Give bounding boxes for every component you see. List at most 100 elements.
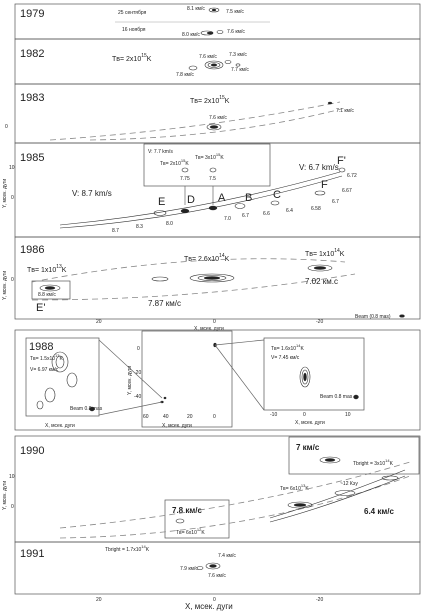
brightness-temp: Tв= 2x1015K [160, 158, 189, 167]
component-label-E-prime: E' [36, 302, 45, 314]
y-tick-10: 10 [9, 474, 15, 480]
velocity-label: 7.6 км/с [208, 573, 226, 579]
velocity-label: 7.0 [224, 216, 231, 222]
velocity-label: V= 6.97 км/с [30, 367, 59, 373]
panel-1991: 1991 Tbright = 1.7x1014K 7.4 км/с 7.9 км… [14, 541, 421, 611]
x-tick: 0 [303, 412, 306, 418]
maser-contour [207, 62, 221, 68]
y-axis-label: Y, мсек. дуги [2, 179, 8, 208]
velocity-label: 6.67 [342, 188, 352, 194]
tb-exp: 14 [385, 458, 390, 463]
tb-unit: K [340, 251, 345, 258]
panel-1991-year: 1991 [20, 548, 44, 560]
velocity-label: 7.9 км/с [180, 566, 198, 572]
brightness-temp: Tв= 2.6x1014K [184, 253, 230, 263]
x-tick-minus-20: -20 [316, 597, 323, 603]
right-inset [263, 337, 365, 411]
brightness-temp: Tbright = 3x1014K [353, 458, 394, 467]
y-tick-0: 0 [11, 277, 14, 283]
y-tick-0: 0 [5, 124, 8, 130]
tb-exp: 14 [334, 248, 340, 254]
beam-label: Beam 0.8 mas [320, 394, 353, 400]
panel-1985-year: 1985 [20, 152, 44, 164]
maser-contour [188, 65, 198, 71]
brightness-temp: Tв= 3x1015K [195, 152, 224, 161]
x-tick-0: 0 [213, 597, 216, 603]
brightness-temp: Tв= 6x1012K [176, 527, 205, 536]
panel-1982: 1982 Tв= 2x1015K 7.8 км/с 7.6 км/с 7.3 к… [14, 38, 421, 85]
maser-peak [203, 276, 221, 280]
tb-unit: K [185, 161, 189, 167]
y-axis-label: Y, мсек. дуги [127, 366, 133, 395]
maser-contour [36, 400, 44, 410]
maser-contour [287, 501, 313, 509]
y-tick-0: 0 [11, 504, 14, 510]
x-tick: -10 [270, 412, 277, 418]
brightness-temp: Tв= 2x1015K [112, 53, 152, 63]
zoom-line [98, 339, 163, 399]
maser-contour [204, 60, 224, 70]
maser-contour [301, 369, 309, 385]
x-tick-20: 20 [96, 319, 102, 325]
panel-1990-year: 1990 [20, 445, 44, 457]
maser-contour [299, 366, 311, 388]
maser-contour [381, 475, 399, 481]
panel-1979: 1979 25 сентября 16 ноября 8.1 км/с 7.5 … [14, 3, 421, 40]
tb-text: Tв= 2.6x10 [184, 256, 219, 263]
jet-contour [269, 475, 406, 523]
component-label-F: F [321, 179, 328, 191]
maser-contour [196, 566, 204, 570]
maser-contour [270, 200, 280, 206]
velocity-label: ~12 Кэу [340, 481, 358, 487]
velocity-label: 8.3 [136, 224, 143, 230]
maser-contour [334, 490, 356, 496]
y-axis-label: Y, мсек. дуги [2, 271, 8, 300]
component-label-A: A [218, 192, 226, 204]
y-tick-0: 0 [11, 195, 14, 201]
y-tick: 0 [137, 346, 140, 352]
tb-exp: 13 [55, 353, 60, 358]
component-label-D: D [187, 194, 195, 206]
velocity-label: 7.4 км/с [218, 553, 236, 559]
tb-text: Tв= 6x10 [280, 486, 301, 492]
panel-1983-frame [14, 83, 421, 144]
tb-unit: K [146, 547, 150, 553]
maser-contour [55, 355, 65, 369]
panel-1983: 1983 0 Tв= 2x1015K 7.6 км/с 7.1 км/с [5, 83, 421, 144]
jet-contour [269, 469, 406, 519]
x-tick-20: 20 [96, 597, 102, 603]
jet-trajectory [89, 107, 346, 141]
tb-exp: 14 [141, 544, 146, 549]
tb-text: Tв= 1.5x10 [30, 356, 55, 362]
date-label-1: 25 сентября [118, 10, 147, 16]
velocity-label: 7.5 [209, 176, 216, 182]
tb-unit: K [201, 530, 205, 536]
component-label-E: E [158, 196, 165, 208]
velocity-label: 6.6 [263, 211, 270, 217]
maser-contour [234, 203, 246, 209]
tb-text: Tв= 2x10 [112, 56, 141, 63]
y-axis-label: Y, мсек. дуги [2, 481, 8, 510]
x-tick-0: 0 [213, 319, 216, 325]
beam-marker [89, 406, 95, 412]
velocity-label: 7.6 км/с [199, 54, 217, 60]
jet-contour [59, 171, 341, 226]
panel-1985: 1985 Y, мсек. дуги 10 0 V: 7.7 km/s Tв= … [2, 142, 421, 238]
tb-unit: K [147, 56, 152, 63]
x-tick-minus-20: -20 [316, 319, 323, 325]
maser-contour [338, 167, 346, 173]
middle-inset [141, 330, 233, 428]
beam-label: Beam 0.8 mas [70, 406, 103, 412]
x-tick: 0 [213, 414, 216, 420]
zoom-line [98, 401, 163, 416]
tb-unit: K [225, 98, 230, 105]
maser-peak [313, 266, 327, 270]
velocity-label: 6.7 [332, 199, 339, 205]
velocity-label: 6.72 [347, 173, 357, 179]
brightness-temp: Tв= 1x1013K [27, 264, 67, 274]
zoom-line [214, 339, 265, 346]
maser-contour [197, 275, 227, 281]
tb-exp: 13 [301, 483, 306, 488]
maser-contour [151, 276, 169, 282]
x-axis-label: X, мсек. дуги [185, 602, 233, 611]
